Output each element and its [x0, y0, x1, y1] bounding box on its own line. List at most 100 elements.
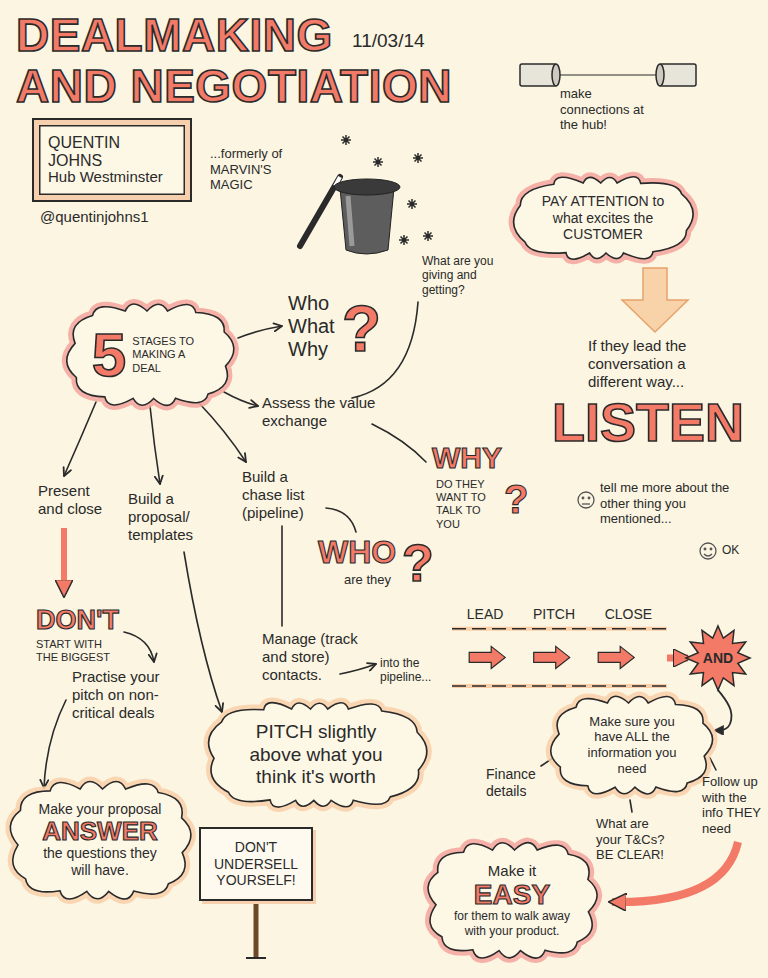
- cloud-outline: [551, 696, 713, 794]
- cloud-glow: [10, 781, 191, 899]
- stage-label: Present and close: [38, 482, 110, 518]
- face-icon: [578, 492, 594, 508]
- smiley-icon: [700, 543, 716, 559]
- question-mark: ?: [504, 478, 536, 520]
- sparkle-stars: [341, 135, 433, 245]
- note-text: START WITH THE BIGGEST: [36, 638, 124, 664]
- pipeline-band: LEADPITCHCLOSE: [452, 606, 667, 690]
- pipeline-arrow: [598, 646, 634, 668]
- hub-cloud: 5STAGES TO MAKING A DEAL: [65, 301, 236, 408]
- smiley-icon: [704, 548, 706, 550]
- date-label: 11/03/14: [352, 30, 444, 53]
- flow-arrow: [622, 268, 688, 332]
- top-hat: [348, 196, 352, 246]
- pipeline-arrow: [534, 646, 570, 668]
- note-text: Finance details: [486, 766, 544, 800]
- note-text: What are your T&Cs? BE CLEAR!: [596, 816, 676, 863]
- node-content: PAY ATTENTION to what excites the CUSTOM…: [538, 193, 668, 243]
- red-arrow: [61, 528, 67, 594]
- note-text: Practise your pitch on non-critical deal…: [72, 668, 177, 722]
- face-icon: [588, 497, 590, 499]
- sign-board: DON'T UNDERSELL YOURSELF!: [199, 827, 313, 901]
- smiley-icon: [700, 543, 716, 559]
- leader-line: [124, 632, 154, 662]
- band-glow: [452, 627, 667, 631]
- note-text: tell me more about the other thing you m…: [600, 480, 755, 527]
- stage-count: 5: [92, 322, 126, 387]
- leader-line: [630, 800, 632, 812]
- title-text: DEALMAKING AND NEGOTIATION: [16, 10, 452, 111]
- burst-outline: [686, 626, 750, 690]
- cloud-outline: [10, 781, 191, 899]
- node-content: DON'T UNDERSELL YOURSELF!: [211, 839, 301, 889]
- note-text: If they lead the conversation a differen…: [588, 337, 738, 391]
- leader-line: [150, 406, 160, 484]
- proposal-text: Make your proposal: [36, 801, 164, 818]
- sign-post: [254, 895, 259, 958]
- handle-label: @quentinjohns1: [40, 208, 200, 226]
- info-cloud: Make sure you have ALL the information y…: [549, 693, 714, 797]
- emphasis-word: WHO: [318, 536, 408, 570]
- pitch-cloud: PITCH slightly above what you think it's…: [204, 699, 429, 810]
- question-word: Who What Why: [288, 292, 346, 361]
- leader-line: [64, 402, 96, 476]
- tip-cloud: PAY ATTENTION to what excites the CUSTOM…: [510, 173, 697, 263]
- pipeline-step: CLOSE: [605, 606, 652, 623]
- string-telephone: [660, 64, 696, 86]
- string-telephone: [552, 64, 560, 86]
- face-icon: [578, 492, 594, 508]
- node-content: Make sure you have ALL the information y…: [576, 714, 688, 776]
- string-telephone: [656, 64, 664, 86]
- stage-label: Build a proposal/ templates: [128, 490, 208, 544]
- cloud-outline: [66, 304, 233, 405]
- top-hat: [334, 179, 400, 254]
- emphasis-word: ANSWER: [36, 818, 164, 845]
- hub-text: STAGES TO MAKING A DEAL: [132, 335, 208, 375]
- leader-line: [184, 552, 222, 712]
- leader-line: [224, 392, 258, 406]
- leader-line: [326, 508, 356, 532]
- speaker-name: QUENTIN JOHNS: [48, 134, 176, 169]
- pitch-text: PITCH slightly above what you think it's…: [235, 721, 397, 789]
- cloud-outline: [513, 177, 693, 259]
- note-text: into the pipeline...: [380, 656, 450, 685]
- title-line: DEALMAKING: [16, 10, 452, 61]
- pipeline-arrow: [469, 646, 505, 668]
- note-text: ...formerly of MARVIN'S MAGIC: [210, 146, 305, 193]
- flow-connector: [716, 690, 732, 730]
- and-burst: AND: [685, 625, 751, 691]
- speaker-place: Hub Westminster: [48, 169, 176, 186]
- string-telephone: [520, 64, 556, 86]
- speaker-box: QUENTIN JOHNSHub Westminster: [32, 118, 192, 202]
- note-text: are they: [344, 572, 404, 588]
- emphasis-word: LISTEN: [552, 394, 762, 451]
- leader-line: [281, 526, 283, 626]
- info-text: Make sure you have ALL the information y…: [576, 714, 688, 776]
- face-icon: [582, 497, 584, 499]
- pipeline-step: PITCH: [533, 606, 575, 623]
- leader-line: [238, 326, 282, 338]
- node-content: Make your proposalANSWERthe questions th…: [36, 801, 164, 879]
- tip-text: PAY ATTENTION to what excites the CUSTOM…: [538, 193, 668, 243]
- leader-line: [198, 402, 246, 462]
- stage-label: Build a chase list (pipeline): [242, 468, 322, 522]
- node-content: LEADPITCHCLOSE: [452, 606, 667, 623]
- smiley-icon: [704, 554, 712, 556]
- sign-post: [246, 957, 266, 959]
- cloud-outline: [428, 842, 597, 957]
- and-word: AND: [703, 650, 733, 667]
- string-telephone: [520, 64, 696, 86]
- node-content: PITCH slightly above what you think it's…: [235, 721, 397, 789]
- cloud-glow: [428, 842, 597, 957]
- easy-text: for them to walk away with your product.: [453, 909, 571, 938]
- cloud-glow: [513, 177, 693, 259]
- proposal-cloud: Make your proposalANSWERthe questions th…: [8, 779, 192, 901]
- proposal-text: the questions they will have.: [36, 845, 164, 879]
- string-telephone: [556, 74, 660, 75]
- node-content: Make itEASYfor them to walk away with yo…: [453, 862, 571, 938]
- emphasis-word: WHY: [432, 442, 512, 474]
- node-content: AND: [703, 650, 733, 667]
- emphasis-word: DON'T: [36, 606, 131, 634]
- leader-line: [44, 700, 66, 788]
